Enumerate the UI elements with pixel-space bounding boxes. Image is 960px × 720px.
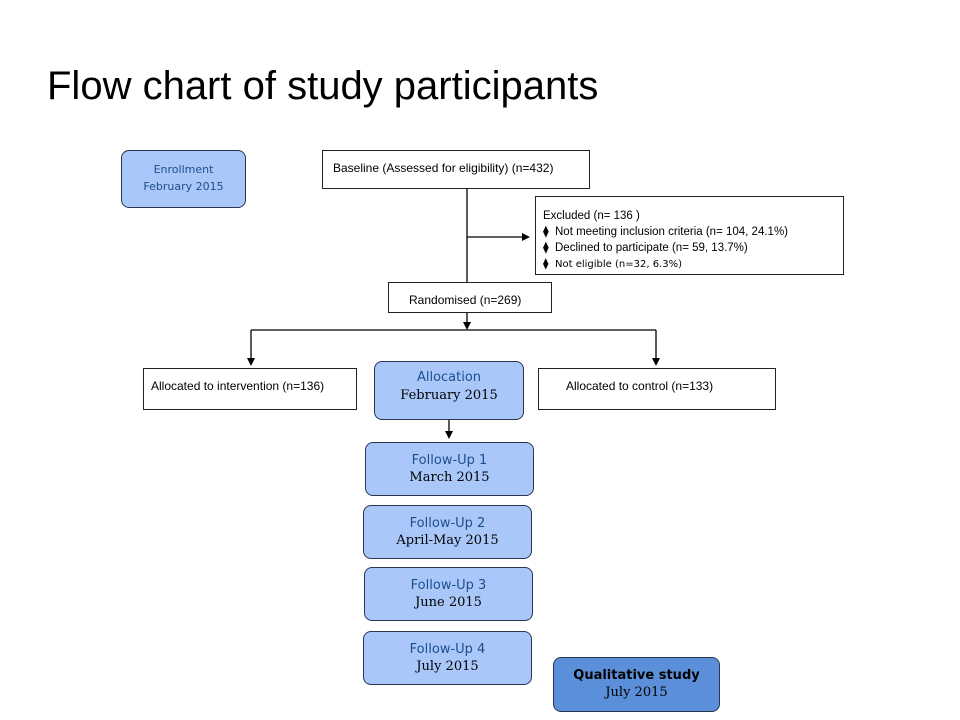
enrollment-box: Enrollment February 2015	[121, 150, 246, 208]
excluded-item: ⧫ Declined to participate (n= 59, 13.7%)	[543, 240, 843, 256]
excluded-item: ⧫ Not eligible (n=32, 6.3%)	[543, 256, 843, 273]
followup-date: April-May 2015	[396, 533, 499, 548]
intervention-text: Allocated to intervention (n=136)	[151, 379, 325, 393]
baseline-box: Baseline (Assessed for eligibility) (n=4…	[322, 150, 590, 189]
qualitative-label: Qualitative study	[573, 668, 700, 683]
allocation-box: Allocation February 2015	[374, 361, 524, 420]
excluded-heading: Excluded (n= 136 )	[543, 210, 640, 222]
excluded-item-text: Not meeting inclusion criteria (n= 104, …	[555, 226, 788, 238]
followup-label: Follow-Up 1	[411, 453, 488, 468]
followup-label: Follow-Up 2	[409, 516, 486, 531]
followup-date: June 2015	[415, 595, 482, 610]
allocation-date: February 2015	[400, 388, 498, 403]
intervention-box: Allocated to intervention (n=136)	[143, 368, 357, 410]
diamond-bullet-icon: ⧫	[543, 226, 549, 238]
page-title: Flow chart of study participants	[47, 64, 599, 108]
excluded-item-text: Not eligible (n=32, 6.3%)	[555, 259, 682, 270]
followup-4-box: Follow-Up 4 July 2015	[363, 631, 532, 685]
followup-label: Follow-Up 3	[410, 578, 487, 593]
followup-2-box: Follow-Up 2 April-May 2015	[363, 505, 532, 559]
enrollment-date: February 2015	[143, 180, 224, 193]
diamond-bullet-icon: ⧫	[543, 242, 549, 254]
diamond-bullet-icon: ⧫	[543, 257, 549, 270]
randomised-text: Randomised (n=269)	[409, 293, 522, 307]
excluded-box: Excluded (n= 136 ) ⧫ Not meeting inclusio…	[535, 196, 844, 275]
followup-1-box: Follow-Up 1 March 2015	[365, 442, 534, 496]
control-text: Allocated to control (n=133)	[566, 379, 714, 393]
control-box: Allocated to control (n=133)	[538, 368, 776, 410]
baseline-text: Baseline (Assessed for eligibility) (n=4…	[333, 161, 554, 175]
enrollment-label: Enrollment	[153, 163, 214, 176]
qualitative-study-box: Qualitative study July 2015	[553, 657, 720, 712]
allocation-label: Allocation	[416, 370, 482, 385]
excluded-item-text: Declined to participate (n= 59, 13.7%)	[555, 242, 748, 254]
followup-3-box: Follow-Up 3 June 2015	[364, 567, 533, 621]
followup-date: March 2015	[409, 470, 490, 485]
randomised-box: Randomised (n=269)	[388, 282, 552, 313]
qualitative-date: July 2015	[605, 685, 668, 700]
excluded-item: ⧫ Not meeting inclusion criteria (n= 104,…	[543, 224, 843, 240]
followup-date: July 2015	[416, 659, 479, 674]
followup-label: Follow-Up 4	[409, 642, 486, 657]
